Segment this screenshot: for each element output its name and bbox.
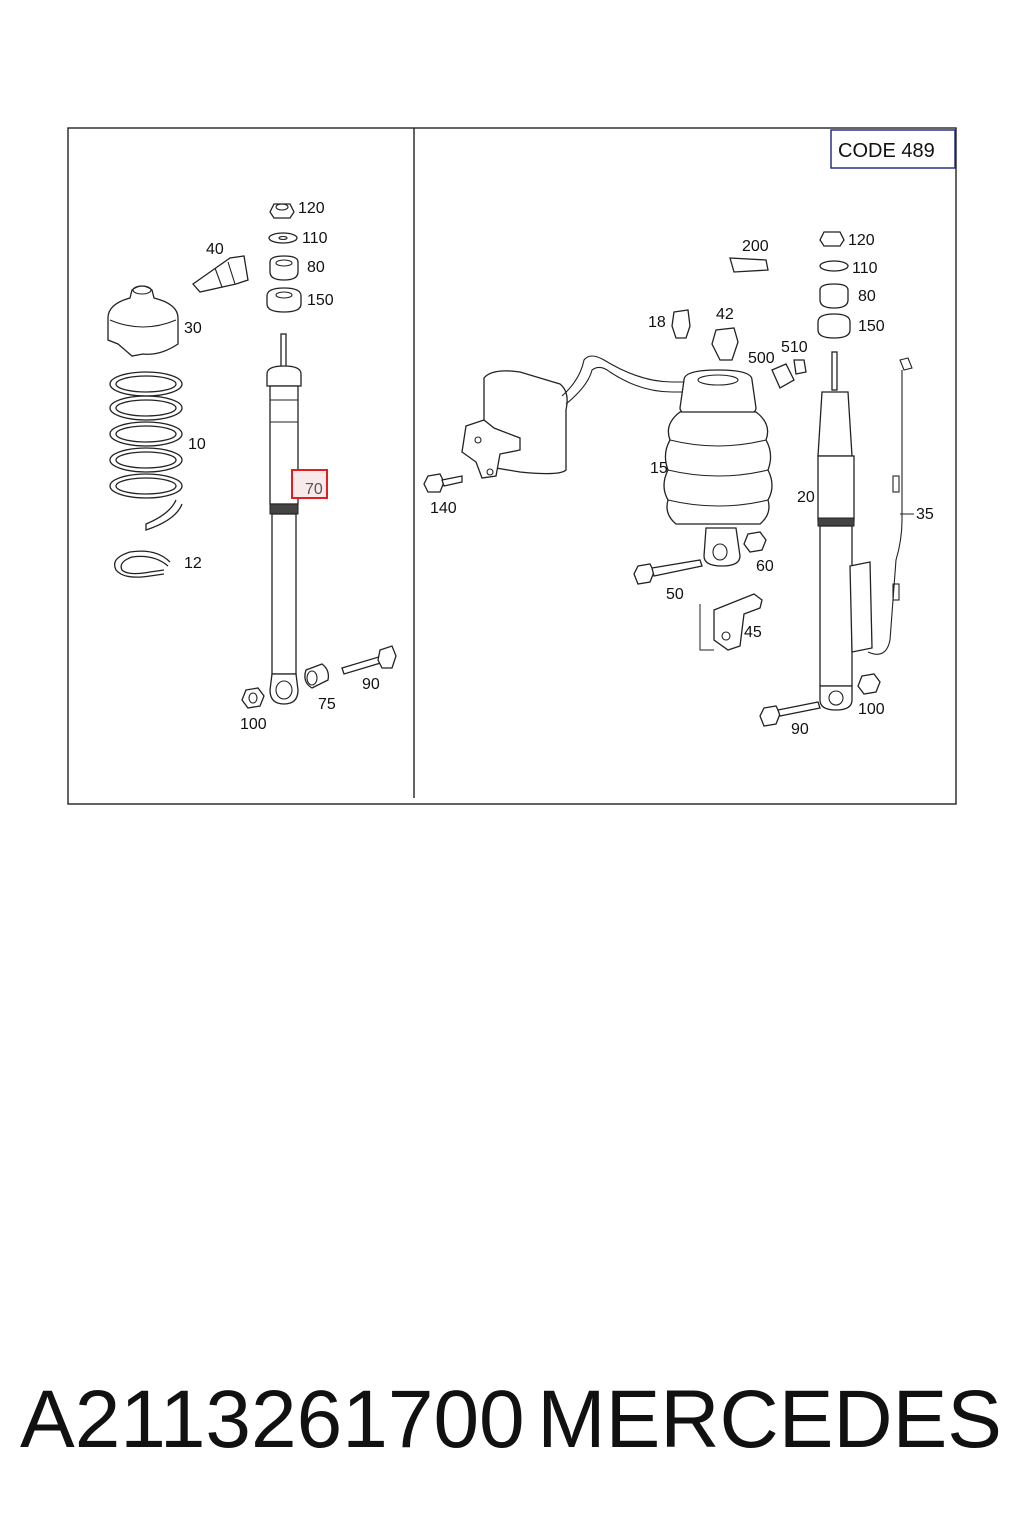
callout-80-right: 80 xyxy=(858,288,876,305)
callout-40: 40 xyxy=(206,241,224,258)
nut-100-left-icon xyxy=(241,687,265,709)
callout-42: 42 xyxy=(716,306,734,323)
clip-42-icon xyxy=(711,327,739,361)
callout-510: 510 xyxy=(781,339,808,356)
callout-50: 50 xyxy=(666,586,684,603)
left-panel: 120 110 80 150 40 30 xyxy=(107,200,397,733)
sensor-cable-35-icon xyxy=(867,357,913,655)
bolt-50-icon xyxy=(633,563,655,585)
callout-110: 110 xyxy=(302,230,328,247)
cap-200-icon xyxy=(729,257,769,273)
callout-150: 150 xyxy=(307,292,334,309)
callout-500: 500 xyxy=(748,350,775,367)
callout-10: 10 xyxy=(188,436,206,453)
callout-60: 60 xyxy=(756,558,774,575)
callout-120: 120 xyxy=(298,200,325,217)
code-box-frame xyxy=(830,129,956,169)
fitting-18-icon xyxy=(671,309,691,339)
callout-18: 18 xyxy=(648,314,666,331)
code-box-label: CODE 489 xyxy=(838,140,935,162)
highlight-box-70 xyxy=(291,469,328,499)
shock-absorber-70-icon xyxy=(266,333,302,705)
bushing-150-right-icon xyxy=(817,313,851,339)
washer-110-icon xyxy=(268,232,298,244)
valve-510-icon xyxy=(793,359,807,375)
callout-12: 12 xyxy=(184,555,202,572)
callout-45: 45 xyxy=(744,624,762,641)
bushing-80-icon xyxy=(269,255,299,281)
callout-140: 140 xyxy=(430,500,457,517)
callout-150-right: 150 xyxy=(858,318,885,335)
nut-100-right-icon xyxy=(857,673,881,695)
nut-60-icon xyxy=(743,531,767,553)
callout-90-right: 90 xyxy=(791,721,809,738)
bolt-140-icon xyxy=(423,473,445,493)
bracket-reservoir-icon xyxy=(461,355,686,479)
callout-200: 200 xyxy=(742,238,769,255)
coil-spring-10-icon xyxy=(109,371,183,531)
callout-120-right: 120 xyxy=(848,232,875,249)
bushing-80-right-icon xyxy=(819,283,849,309)
bracket-45-icon xyxy=(713,593,763,651)
bolt-90-left-icon xyxy=(341,645,397,675)
callout-75: 75 xyxy=(318,696,336,713)
callout-100-left: 100 xyxy=(240,716,267,733)
callout-90-left: 90 xyxy=(362,676,380,693)
shock-absorber-20-icon xyxy=(817,351,873,711)
bolt-90-right-icon xyxy=(759,705,781,727)
parts-diagram: CODE 489 120 110 80 150 40 xyxy=(67,127,957,805)
nut-120-icon xyxy=(269,203,295,219)
callout-100-right: 100 xyxy=(858,701,885,718)
callout-80: 80 xyxy=(307,259,325,276)
callout-35: 35 xyxy=(916,506,934,523)
callout-110-right: 110 xyxy=(852,260,878,277)
right-panel: 200 120 110 80 150 18 42 510 500 xyxy=(423,231,934,738)
air-spring-15-icon xyxy=(663,369,773,567)
spring-clip-12-icon xyxy=(113,550,171,578)
callout-15: 15 xyxy=(650,460,668,477)
bushing-75-icon xyxy=(304,663,330,689)
part-number: A2113261700 xyxy=(20,1374,525,1465)
diagram-frame xyxy=(67,127,957,805)
nut-120-right-icon xyxy=(819,231,845,247)
washer-110-right-icon xyxy=(819,260,849,272)
bushing-150-icon xyxy=(266,287,302,313)
footer: A2113261700 MERCEDES xyxy=(0,1375,1024,1475)
callout-70: 70 xyxy=(305,481,323,498)
spring-pad-30-icon xyxy=(107,285,179,357)
valve-500-icon xyxy=(771,363,795,389)
callout-30: 30 xyxy=(184,320,202,337)
callout-20: 20 xyxy=(797,489,815,506)
brand-name: MERCEDES xyxy=(537,1374,1002,1465)
bump-stop-40-icon xyxy=(192,255,249,293)
